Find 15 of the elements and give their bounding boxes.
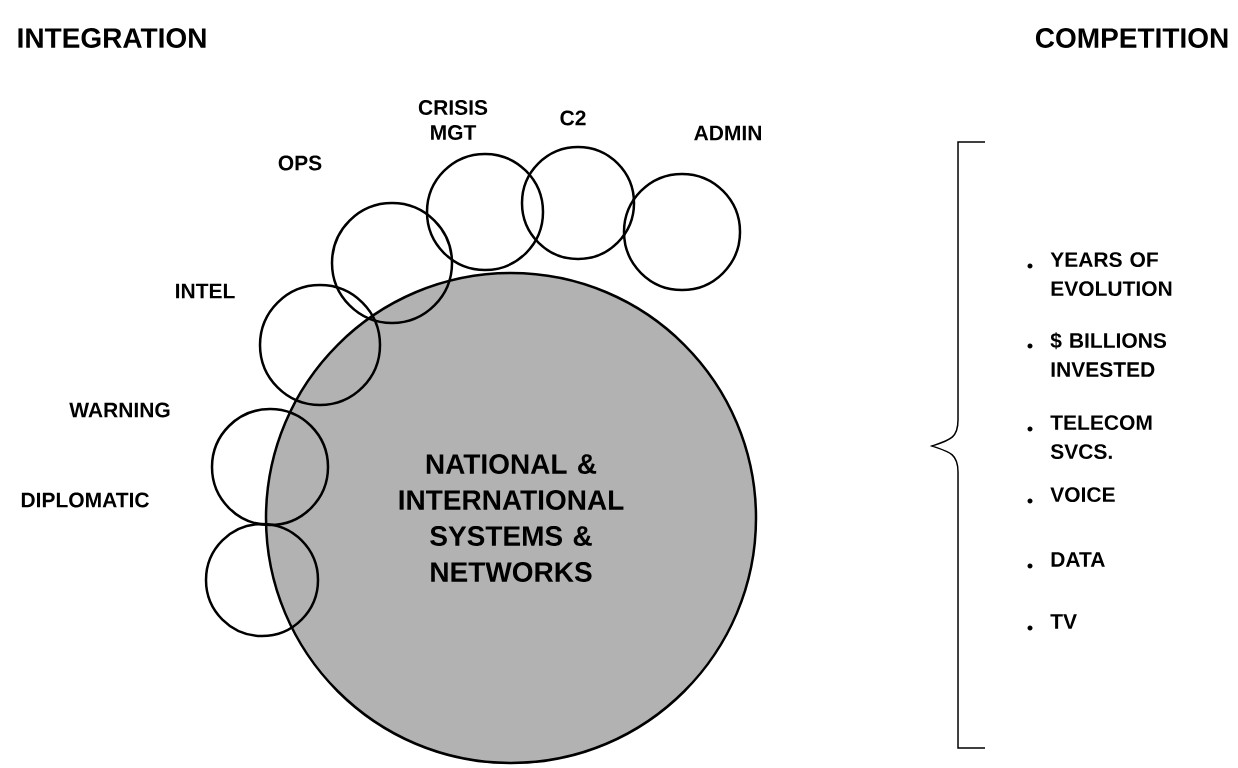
circle-label: OPS — [278, 155, 322, 171]
circle-label: INTEL — [176, 283, 235, 299]
bullet-item: VOICE — [1027, 487, 1115, 504]
bullet-item: YEARS OF EVOLUTION — [1027, 252, 1172, 297]
circle-label: C2 — [560, 110, 586, 126]
bullet-item: TELECOM SVCS. — [1027, 415, 1152, 460]
circle-label: DIPLOMATIC — [21, 492, 149, 508]
bullet-item: $ BILLIONS INVESTED — [1027, 332, 1167, 377]
heading: COMPETITION — [1035, 28, 1228, 48]
bullet-item: TV — [1027, 614, 1077, 631]
circle-label: ADMIN — [694, 125, 761, 141]
circle-label: WARNING — [69, 402, 170, 418]
circle-label: CRISIS MGT — [418, 100, 488, 140]
heading: INTEGRATION — [18, 28, 206, 48]
bullet-item: DATA — [1027, 552, 1105, 569]
